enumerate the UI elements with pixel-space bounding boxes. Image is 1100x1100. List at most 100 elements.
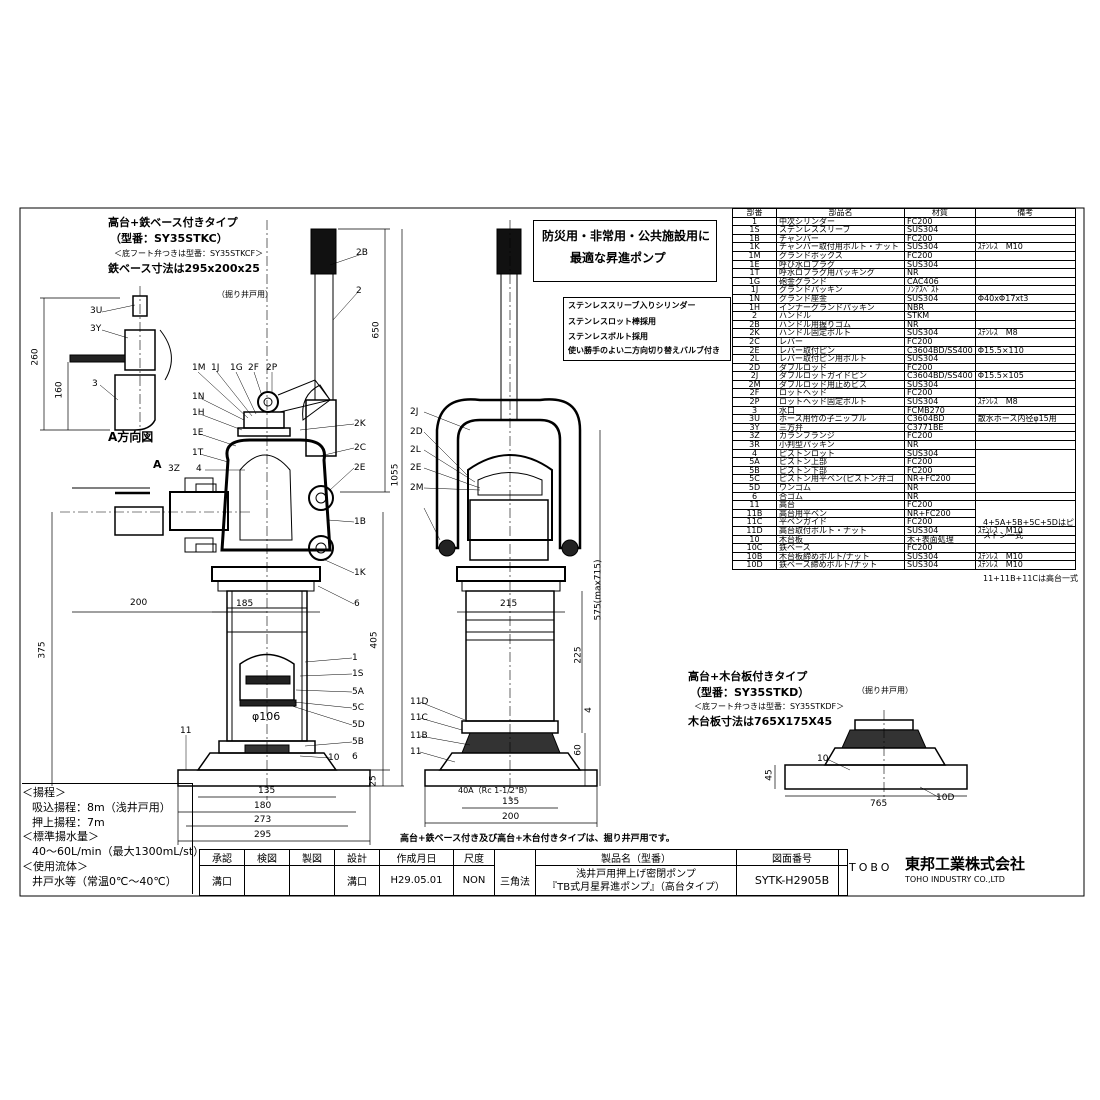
- parts-cell-no: 1B: [732, 233, 777, 244]
- parts-cell-remarks: [974, 354, 1076, 364]
- spec-push: 押上揚程：7m: [32, 816, 105, 829]
- dim-200: 200: [130, 598, 148, 608]
- parts-cell-material: NR: [904, 491, 976, 502]
- parts-header-name: 部品名: [776, 208, 905, 218]
- balloon-1s: 1S: [352, 669, 364, 679]
- parts-cell-remarks: [974, 543, 1076, 553]
- parts-cell-no: 10D: [732, 560, 777, 570]
- parts-cell-name: チャンバー取付用ボルト・ナット: [776, 242, 905, 252]
- parts-cell-remarks: [974, 431, 1076, 442]
- parts-cell-material: FC200: [904, 457, 976, 467]
- steel-base-type-box: 高台+鉄ベース付きタイプ （型番：SY35STKC） ＜底フート弁つきは型番：S…: [104, 214, 263, 278]
- dim-765: 765: [870, 799, 888, 809]
- parts-cell-material: NR: [904, 319, 976, 330]
- parts-cell-remarks: [974, 285, 1076, 295]
- parts-cell-material: FC200: [904, 543, 976, 553]
- balloon-10d: 10D: [936, 793, 955, 803]
- balloon-3: 3: [92, 379, 98, 389]
- tb-draw-label: 製図: [289, 849, 335, 866]
- spec-head-label: ＜揚程＞: [22, 786, 66, 799]
- parts-cell-name: ピストンロット: [776, 448, 905, 459]
- parts-cell-name: グランドパッキン: [776, 285, 905, 295]
- balloon-10-wood: 10: [817, 754, 829, 764]
- feature-1: ステンレススリーブ入りシリンダー: [568, 301, 696, 310]
- steel-type-foot: ＜底フート弁つきは型番：SY35STKCF＞: [114, 249, 264, 258]
- balloon-1k: 1K: [354, 568, 366, 578]
- parts-cell-remarks: [974, 311, 1076, 321]
- balloon-1: 1: [352, 653, 358, 663]
- dim-side-200: 200: [502, 812, 520, 822]
- parts-cell-material: 木+表面処理: [904, 534, 976, 545]
- features-box: ステンレススリーブ入りシリンダー ステンレスロット棒採用 ステンレスボルト採用 …: [563, 297, 731, 361]
- parts-cell-name: カランフランジ: [776, 431, 905, 442]
- parts-cell-no: 11: [732, 500, 777, 510]
- dim-575: 575(max715): [593, 559, 604, 621]
- parts-cell-material: FC200: [904, 336, 976, 347]
- parts-cell-material: FC200: [904, 431, 976, 442]
- piston-set-note: 4+5A+5B+5C+5Dはピストン一式: [983, 518, 1074, 540]
- balloon-6b: 6: [352, 752, 358, 762]
- dim-375: 375: [37, 641, 48, 659]
- parts-cell-name: グランド座金: [776, 293, 905, 304]
- tb-approver: 溝口: [199, 865, 245, 896]
- parts-cell-remarks: Φ40xΦ17xt3: [974, 293, 1076, 304]
- parts-cell-no: 1M: [732, 250, 777, 261]
- parts-cell-material: FC200: [904, 250, 976, 261]
- dim-405: 405: [369, 631, 380, 649]
- parts-cell-material: FC200: [904, 233, 976, 244]
- balloon-3y: 3Y: [90, 324, 102, 334]
- company-logo: TOBO: [849, 861, 893, 874]
- parts-cell-remarks: Φ15.5×105: [974, 371, 1076, 381]
- parts-cell-no: 1N: [732, 293, 777, 304]
- parts-cell-remarks: [974, 233, 1076, 244]
- balloon-2m: 2M: [410, 483, 424, 493]
- balloon-2: 2: [356, 286, 362, 296]
- parts-cell-no: 2C: [732, 336, 777, 347]
- parts-cell-remarks: [974, 259, 1076, 270]
- parts-cell-name: ホース用竹の子ニップル: [776, 414, 905, 424]
- tb-design-label: 設計: [334, 849, 380, 866]
- parts-cell-material: FC200: [904, 500, 976, 510]
- parts-cell-name: 鉄ベース: [776, 543, 905, 553]
- company-name: 東邦工業株式会社: [905, 855, 1026, 873]
- parts-cell-material: C3604BD/SS400: [904, 371, 976, 381]
- front-view: [60, 220, 371, 800]
- parts-cell-name: 呼水ロプラグ用パッキング: [776, 268, 905, 278]
- parts-cell-name: ハンドル: [776, 311, 905, 321]
- wood-type-title: 高台+木台板付きタイプ: [688, 670, 808, 683]
- wood-type-size: 木台板寸法は765X175X45: [688, 715, 833, 728]
- feature-3: ステンレスボルト採用: [568, 332, 648, 341]
- parts-cell-name: 砲金グランド: [776, 276, 905, 287]
- parts-cell-material: SUS304: [904, 242, 976, 252]
- dim-135: 135: [258, 786, 276, 796]
- parts-header-material: 材質: [904, 208, 976, 218]
- parts-cell-no: 5C: [732, 474, 777, 484]
- parts-cell-remarks: [974, 276, 1076, 287]
- balloon-1n: 1N: [192, 392, 205, 402]
- parts-cell-name: 合ゴム: [776, 491, 905, 502]
- wood-type-model: （型番：SY35STKD）: [690, 686, 810, 699]
- parts-cell-name: インナーグランドパッキン: [776, 302, 905, 313]
- wood-type-foot: ＜底フート弁つきは型番：SY35STKDF＞: [694, 702, 845, 711]
- leader-lines: [99, 253, 941, 799]
- parts-cell-name: 平ベンガイド: [776, 517, 905, 527]
- spec-flow-label: ＜標準揚水量＞: [22, 830, 99, 843]
- parts-cell-name: ピストン用平ベン(ピストン弁ゴ: [776, 474, 905, 484]
- balloon-5b: 5B: [352, 737, 364, 747]
- feature-2: ステンレスロット棒採用: [568, 317, 656, 326]
